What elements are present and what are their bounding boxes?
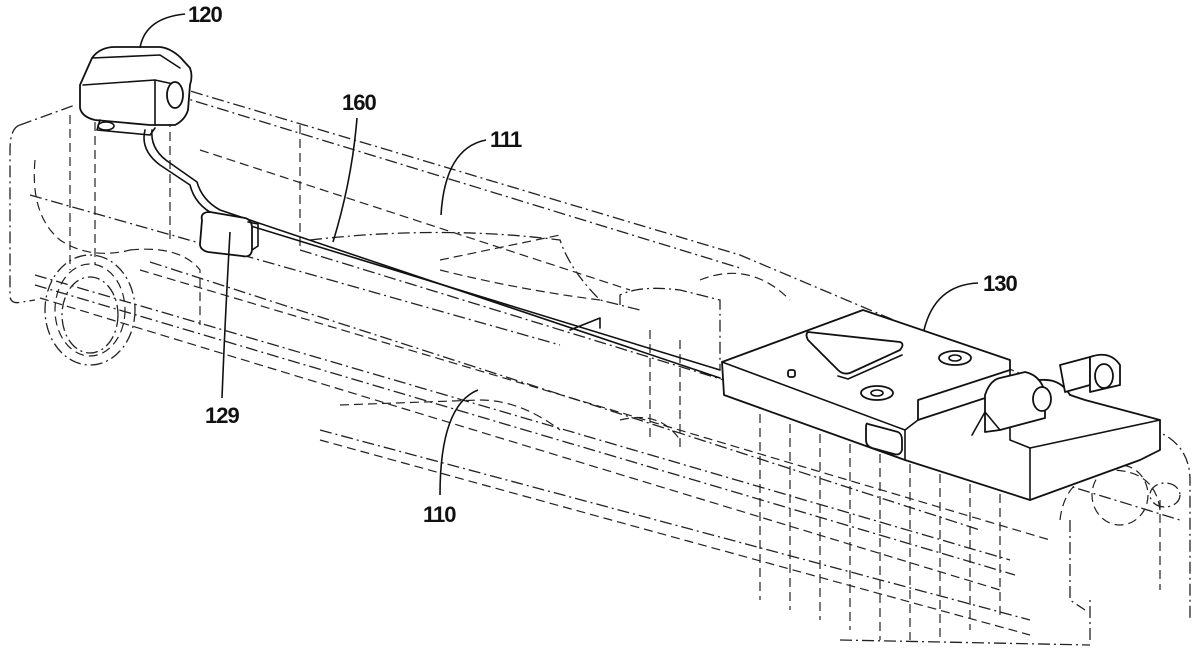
cable [143,129,721,379]
reference-labels: 120 160 111 129 130 110 [188,2,1018,527]
label-160: 160 [342,90,376,115]
leader-160 [332,117,358,243]
label-120: 120 [188,2,222,27]
leader-130 [923,282,979,331]
front-sight [79,46,193,136]
leader-111 [440,139,487,216]
leader-110 [439,389,479,496]
rail-body-hidden-lines [9,84,1191,646]
leader-lines [139,13,979,496]
rear-sight [721,309,1161,501]
connector [199,211,259,258]
label-130: 130 [983,271,1017,296]
label-111: 111 [490,127,522,152]
leader-129 [221,231,231,399]
label-129: 129 [205,403,239,428]
label-110: 110 [423,502,456,527]
leader-120 [139,13,186,49]
